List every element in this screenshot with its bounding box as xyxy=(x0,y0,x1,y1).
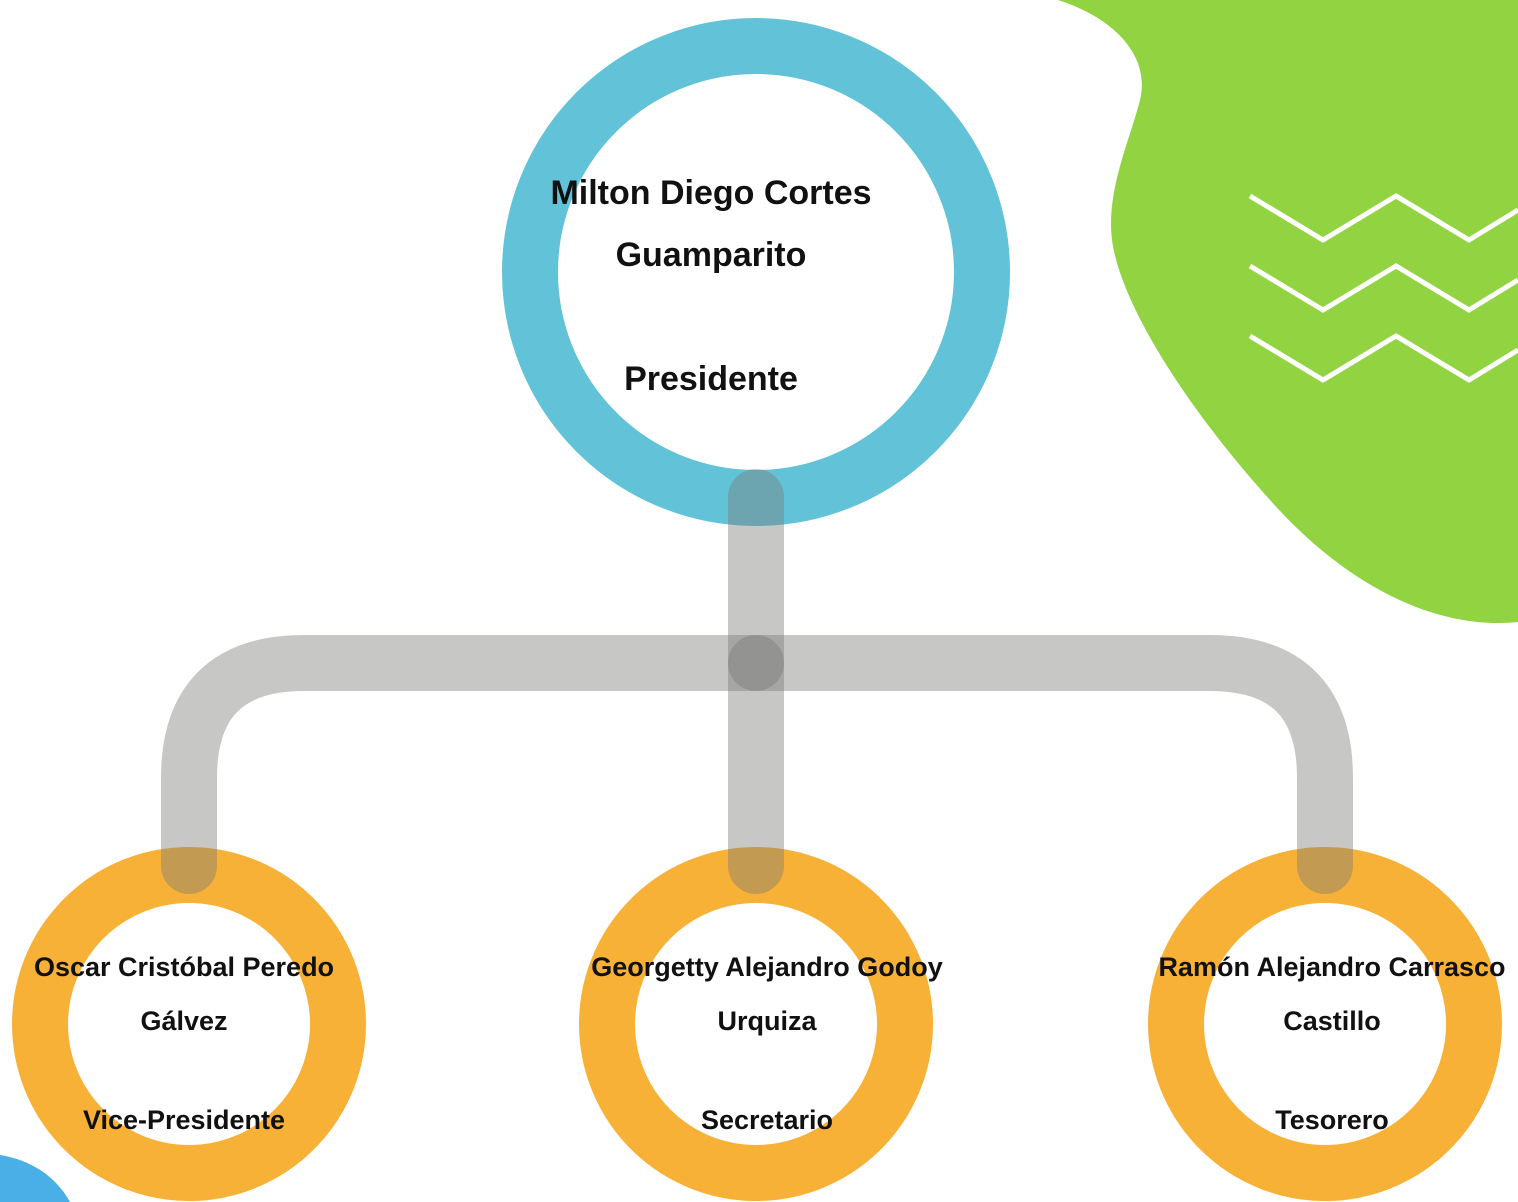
child-node-label-vice-presidente: Oscar Cristóbal Peredo Gálvez Vice-Presi… xyxy=(4,940,364,1144)
child-name-line2: Gálvez xyxy=(140,1006,228,1036)
zigzag-line-1 xyxy=(1248,193,1518,243)
child-node-ring-secretario xyxy=(579,847,933,1201)
child-name-line2: Urquiza xyxy=(717,1006,817,1036)
zigzag-line-2 xyxy=(1248,263,1518,313)
zigzag-lines-icon xyxy=(1248,193,1518,383)
child-node-label-secretario: Georgetty Alejandro Godoy Urquiza Secret… xyxy=(587,940,947,1144)
child-node-ring-tesorero xyxy=(1148,847,1502,1201)
child-name-line2: Castillo xyxy=(1283,1006,1381,1036)
root-node-label: Milton Diego Cortes Guamparito President… xyxy=(511,162,911,410)
child-name-line1: Ramón Alejandro Carrasco xyxy=(1158,952,1506,982)
root-node-ring xyxy=(502,18,1010,526)
zigzag-line-3 xyxy=(1248,333,1518,383)
child-role: Vice-Presidente xyxy=(82,1105,286,1135)
blue-blob-decoration xyxy=(0,1155,70,1202)
child-name-line1: Oscar Cristóbal Peredo xyxy=(33,952,335,982)
connector-lines xyxy=(161,469,1353,894)
root-role: Presidente xyxy=(624,360,798,398)
child-node-label-tesorero: Ramón Alejandro Carrasco Castillo Tesore… xyxy=(1152,940,1512,1144)
root-name-line1: Milton Diego Cortes xyxy=(550,174,872,212)
root-name-line2: Guamparito xyxy=(615,236,807,274)
child-role: Secretario xyxy=(700,1105,834,1135)
connector-horizontal-bar xyxy=(161,635,1353,894)
child-name-line1: Georgetty Alejandro Godoy xyxy=(591,952,943,982)
child-role: Tesorero xyxy=(1275,1105,1389,1135)
child-node-ring-vice-presidente xyxy=(12,847,366,1201)
green-blob-decoration xyxy=(1058,0,1518,623)
